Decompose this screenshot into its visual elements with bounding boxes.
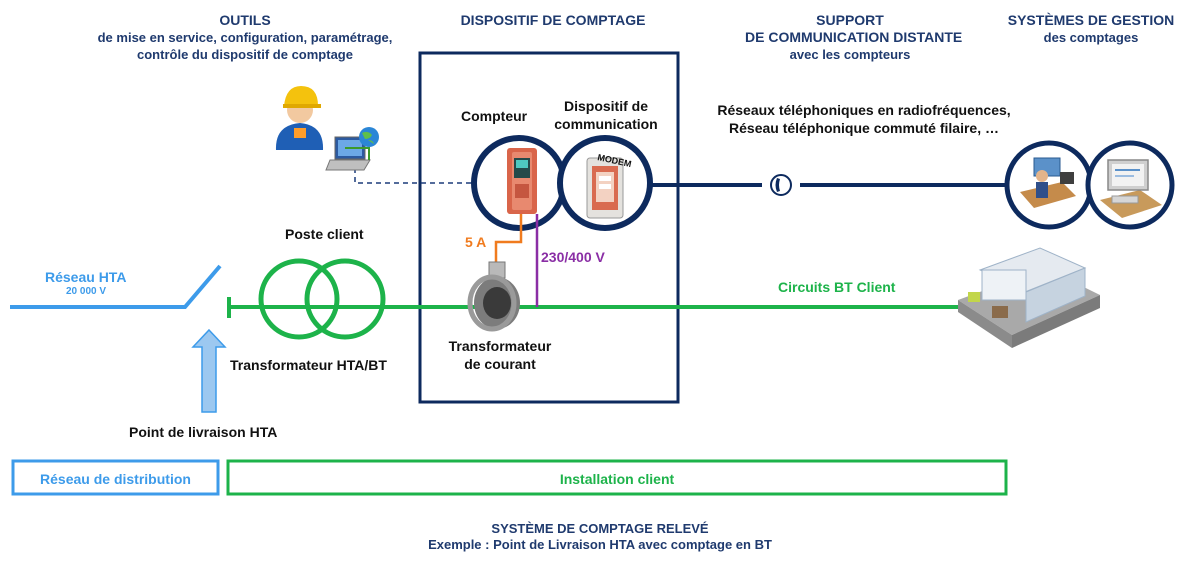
outils-sub1: de mise en service, configuration, param… (97, 30, 393, 45)
circuits-bt-label: Circuits BT Client (778, 279, 896, 295)
reseau-distribution-label: Réseau de distribution (40, 471, 191, 487)
dispositif-label: Dispositif de communication (546, 97, 666, 133)
dispositif-line1: Dispositif de (563, 98, 648, 114)
current-wire (494, 214, 523, 262)
header-systemes: SYSTÈMES DE GESTION des comptages (996, 12, 1186, 46)
current-transformer-icon (467, 261, 520, 332)
header-dispositif: DISPOSITIF DE COMPTAGE (438, 12, 668, 29)
modem-icon (586, 157, 624, 219)
dispositif-box (418, 51, 680, 404)
volt-bt-label: 230/400 V (541, 249, 605, 265)
operator-desk-icon (1020, 157, 1076, 208)
telephone-icon (770, 174, 792, 196)
transformer-bt-circle (304, 258, 386, 340)
outils-sub2: contrôle du dispositif de comptage (137, 47, 353, 62)
outils-title: OUTILS (219, 12, 271, 28)
reseaux-label: Réseaux téléphoniques en radiofréquences… (693, 101, 1035, 137)
installation-client-box (226, 459, 1008, 496)
transformer-hta-circle (258, 258, 340, 340)
transfo-hta-label: Transformateur HTA/BT (230, 357, 387, 373)
header-support: SUPPORT DE COMMUNICATION DISTANTE avec l… (745, 12, 962, 63)
transfo-courant-label: Transformateur de courant (438, 337, 562, 373)
systemes-sub: des comptages (1043, 30, 1139, 45)
footer-line2: Exemple : Point de Livraison HTA avec co… (428, 537, 772, 552)
computer-icon (1100, 159, 1162, 218)
reseau-distribution-box (11, 459, 220, 496)
reseau-hta-label: Réseau HTA (45, 269, 127, 285)
installation-client-label: Installation client (559, 471, 675, 487)
laptop-network-icon (325, 127, 379, 171)
footer: SYSTÈME DE COMPTAGE RELEVÉ Exemple : Poi… (350, 521, 850, 553)
dispositif-line2: communication (554, 116, 658, 132)
current-meter-icon (507, 148, 537, 214)
technician-icon (275, 86, 324, 150)
transfo-line2: de courant (464, 356, 536, 372)
arrow-up-icon (191, 328, 227, 413)
factory-icon (958, 247, 1100, 348)
support-sub: avec les compteurs (789, 47, 911, 62)
support-title1: SUPPORT (816, 12, 884, 28)
support-title2: DE COMMUNICATION DISTANTE (745, 29, 963, 45)
volt-hta-label: 20 000 V (66, 286, 107, 297)
reseaux-line1: Réseaux téléphoniques en radiofréquences… (717, 102, 1011, 118)
operator-circle (1004, 140, 1094, 230)
header-outils: OUTILS de mise en service, configuration… (60, 12, 430, 63)
reseaux-line2: Réseau téléphonique commuté filaire, … (729, 120, 999, 136)
systemes-title: SYSTÈMES DE GESTION (1007, 12, 1175, 28)
compteur-label: Compteur (461, 108, 528, 124)
poste-client-label: Poste client (285, 226, 364, 242)
hta-line (10, 264, 222, 309)
dispositif-title: DISPOSITIF DE COMPTAGE (460, 12, 646, 28)
five-a-label: 5 A (465, 234, 487, 250)
point-livraison-label: Point de livraison HTA (129, 424, 278, 440)
config-dashed-line (354, 168, 476, 184)
transfo-line1: Transformateur (448, 338, 552, 354)
footer-line1: SYSTÈME DE COMPTAGE RELEVÉ (491, 521, 709, 536)
